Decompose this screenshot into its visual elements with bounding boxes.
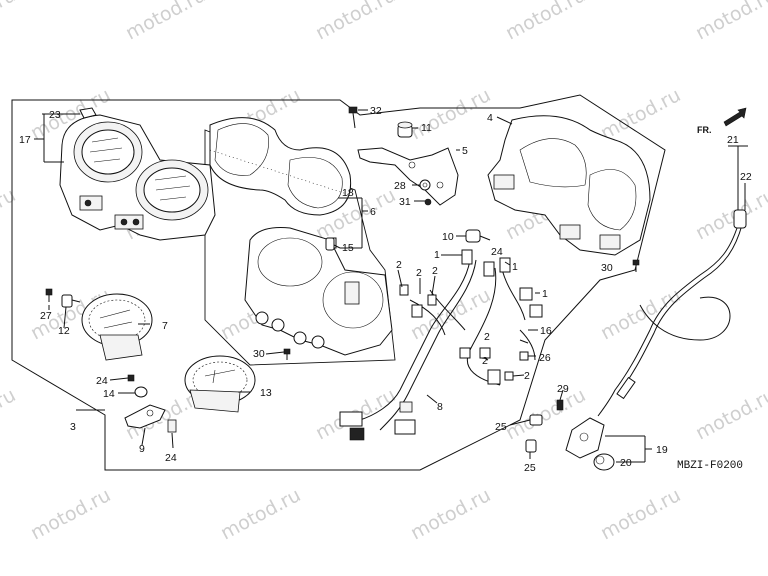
speedometer-cable-21 (597, 209, 747, 417)
callout-18: 18 (342, 187, 354, 199)
clip-23 (79, 107, 97, 119)
callout-1-mid: 1 (542, 288, 548, 300)
callout-30-left: 30 (253, 348, 265, 360)
callout-20: 20 (620, 457, 632, 469)
callout-17: 17 (19, 134, 31, 146)
screw-24-left (127, 374, 135, 382)
meter-cover-4 (487, 115, 651, 256)
callout-24-left: 24 (96, 375, 108, 387)
callout-25-lower: 25 (524, 462, 536, 474)
meter-assembly-17 (59, 114, 216, 241)
callout-2-b: 2 (416, 267, 422, 279)
callout-13: 13 (260, 387, 272, 399)
bushing-20 (593, 453, 615, 471)
screw-24-bottom (167, 419, 177, 433)
front-direction-marker (723, 107, 747, 127)
callout-31: 31 (399, 196, 411, 208)
gear-box-19 (565, 417, 605, 459)
tachometer-13 (184, 355, 256, 413)
callout-26: 26 (539, 352, 551, 364)
watermark-text: motod.ru (0, 0, 19, 44)
callout-2-c: 2 (432, 265, 438, 277)
callout-22: 22 (740, 171, 752, 183)
callout-8: 8 (437, 401, 443, 413)
callout-25-upper: 25 (495, 421, 507, 433)
callout-6: 6 (370, 206, 376, 218)
trip-knob-12 (61, 294, 81, 308)
callout-30-right: 30 (601, 262, 613, 274)
callout-12: 12 (58, 325, 70, 337)
screw-27 (45, 288, 53, 302)
callout-16: 16 (540, 325, 552, 337)
callout-24-top: 24 (491, 246, 503, 258)
callout-28: 28 (394, 180, 406, 192)
callout-32: 32 (370, 105, 382, 117)
callout-29: 29 (557, 383, 569, 395)
callout-24-bottom: 24 (165, 452, 177, 464)
watermark-text: motod.ru (0, 184, 19, 244)
washer-14 (134, 386, 148, 398)
wire-harness-8 (339, 249, 543, 441)
callout-2-d: 2 (484, 331, 490, 343)
watermark-text: motod.ru (122, 0, 209, 44)
grommet-15 (325, 237, 335, 251)
callout-1-top: 1 (434, 249, 440, 261)
screw-30-right (632, 259, 640, 272)
callout-2-f: 2 (524, 370, 530, 382)
screw-32 (348, 106, 358, 129)
reset-knob-9 (124, 404, 166, 429)
collar-28 (419, 179, 431, 191)
callout-11: 11 (421, 122, 432, 134)
watermark-text: motod.ru (597, 484, 684, 544)
watermark-text: motod.ru (0, 384, 19, 444)
watermark-text: motod.ru (692, 0, 768, 44)
lens-gasket-18 (209, 117, 352, 216)
watermark-text: motod.ru (312, 0, 399, 44)
callout-3: 3 (70, 421, 76, 433)
callout-9: 9 (139, 443, 145, 455)
bolt-25-lower (525, 439, 537, 453)
callout-15: 15 (342, 242, 354, 254)
callout-21: 21 (727, 134, 739, 146)
callout-27: 27 (40, 310, 52, 322)
watermark-text: motod.ru (217, 484, 304, 544)
watermark-text: motod.ru (27, 484, 114, 544)
callout-7: 7 (162, 320, 168, 332)
callout-2-e: 2 (482, 355, 488, 367)
socket-10 (465, 229, 491, 243)
bolt-25-upper (529, 414, 543, 426)
front-direction-label: FR. (697, 125, 712, 135)
meter-case-6 (244, 227, 393, 356)
watermark-text: motod.ru (692, 384, 768, 444)
callout-5: 5 (462, 145, 468, 157)
meter-stay-5 (357, 147, 459, 206)
screw-30-left (283, 348, 291, 360)
callout-1-right: 1 (512, 261, 518, 273)
watermark-text: motod.ru (692, 184, 768, 244)
part-number-labels: 23 17 32 11 4 21 FR. 5 28 31 22 18 6 15 … (19, 105, 752, 474)
watermark-text: motod.ru (407, 84, 494, 144)
watermark-text: motod.ru (597, 284, 684, 344)
callout-14: 14 (103, 388, 115, 400)
watermark-text: motod.ru (407, 484, 494, 544)
callout-2-a: 2 (396, 259, 402, 271)
boundary-left-group (11, 94, 666, 471)
bolt-29 (556, 399, 564, 411)
watermark-text: motod.ru (502, 0, 589, 44)
grommet-11 (397, 121, 413, 138)
speedometer-7 (81, 293, 153, 361)
bolt-31 (424, 198, 432, 206)
callout-4: 4 (487, 112, 493, 124)
callout-10: 10 (442, 231, 454, 243)
callout-23: 23 (49, 109, 61, 121)
callout-19: 19 (656, 444, 668, 456)
diagram-code: MBZI-F0200 (677, 460, 743, 472)
leader-lines (34, 109, 748, 463)
